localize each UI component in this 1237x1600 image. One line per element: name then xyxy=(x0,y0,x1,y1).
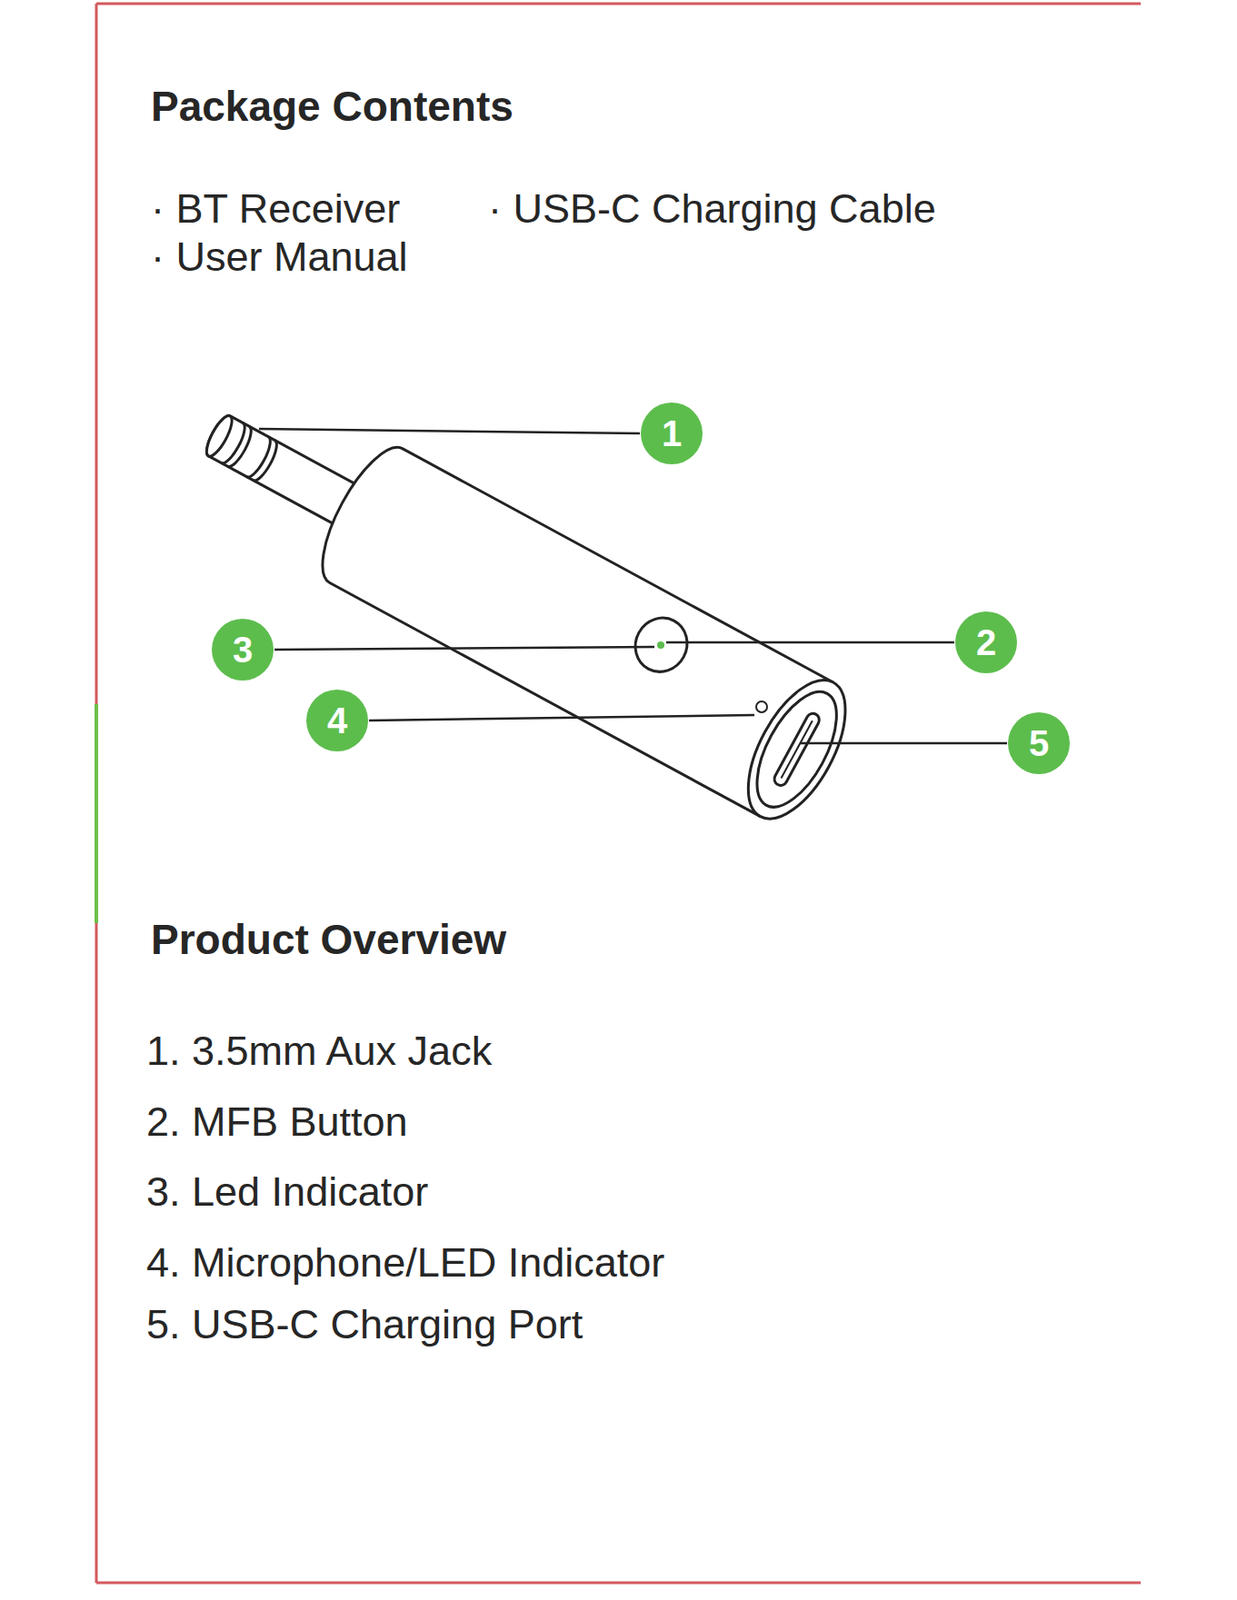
callout-number: 2 xyxy=(976,624,997,661)
leader-lines xyxy=(259,428,1008,744)
callout-circle-fill xyxy=(1007,712,1070,775)
end-rim xyxy=(740,679,853,820)
section-heading: Package Contents xyxy=(150,81,514,132)
callout-circle-fill xyxy=(955,611,1018,674)
callout-number: 4 xyxy=(327,702,348,739)
end-face xyxy=(728,665,865,835)
usb-c-tongue xyxy=(780,720,812,779)
mfb-button xyxy=(626,608,698,681)
callout-circle: 5 xyxy=(1007,711,1071,776)
part-list-item: 3. Led Indicator xyxy=(146,1167,429,1218)
part-list-item: 2. MFB Button xyxy=(146,1097,409,1148)
callout-circle-fill xyxy=(211,618,274,681)
plug-tip xyxy=(201,412,237,460)
usb-c-port xyxy=(772,711,822,789)
callout-circle-fill xyxy=(306,689,369,752)
frame-accent xyxy=(94,704,99,924)
leader-line xyxy=(259,428,640,434)
frame-line xyxy=(95,3,99,1584)
leader-line xyxy=(666,641,955,645)
leader-line xyxy=(369,715,755,721)
frame-line xyxy=(96,1582,1141,1586)
callout-number: 3 xyxy=(232,631,253,669)
part-list-item: 1. 3.5mm Aux Jack xyxy=(146,1027,492,1077)
plug-rings xyxy=(220,423,281,485)
bt-receiver xyxy=(176,365,866,835)
part-list-item: 4. Microphone/LED Indicator xyxy=(146,1238,665,1288)
section-heading: Product Overview xyxy=(150,915,507,966)
callout-circle: 1 xyxy=(639,401,704,466)
package-item: · User Manual xyxy=(150,232,409,282)
led-dot xyxy=(657,641,665,649)
callout-circle-fill xyxy=(640,402,703,465)
callout-circle: 2 xyxy=(954,610,1018,675)
microphone-hole xyxy=(756,701,768,713)
package-item: · USB-C Charging Cable xyxy=(488,184,937,234)
callout-number: 1 xyxy=(661,415,682,452)
callout-circle: 4 xyxy=(305,688,370,753)
package-item: · BT Receiver xyxy=(150,184,400,234)
frame-line xyxy=(96,2,1141,6)
callout-number: 5 xyxy=(1028,725,1049,762)
callout-circle: 3 xyxy=(210,618,275,682)
leader-line xyxy=(274,647,655,650)
part-list-item: 5. USB-C Charging Port xyxy=(146,1300,583,1350)
leader-line xyxy=(799,742,1008,746)
